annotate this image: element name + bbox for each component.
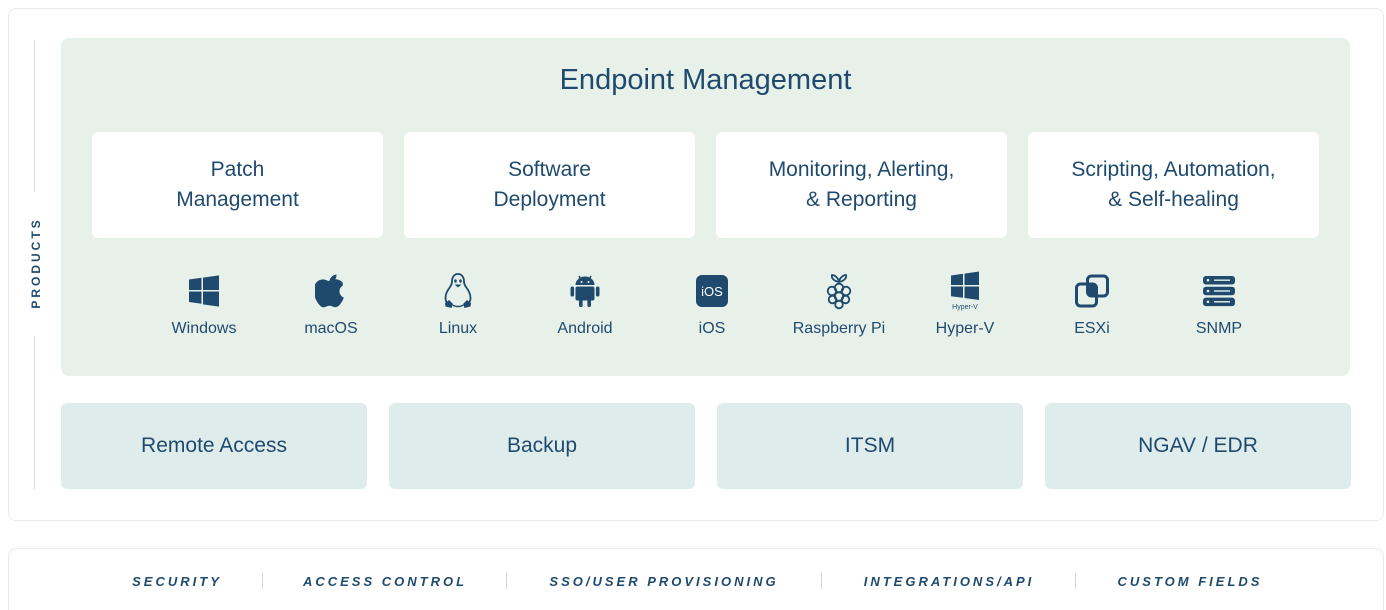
ios-icon: iOS <box>696 275 728 307</box>
addon-label: Backup <box>506 434 578 457</box>
products-side-label: PRODUCTS <box>29 217 43 309</box>
addon-label: Remote Access <box>141 434 287 457</box>
capability-divider <box>262 573 263 589</box>
capability-access-control[interactable]: ACCESS CONTROL <box>302 574 468 589</box>
capabilities-bar <box>8 548 1384 610</box>
platform-label: Hyper-V <box>935 320 995 337</box>
apple-icon <box>315 274 344 308</box>
feature-line: Deployment <box>493 188 606 211</box>
capability-security[interactable]: SECURITY <box>132 574 222 589</box>
platform-snmp[interactable]: SNMP <box>1164 270 1274 342</box>
capability-divider <box>1075 573 1076 589</box>
platform-android[interactable]: Android <box>530 270 640 342</box>
platform-label: SNMP <box>1195 320 1243 337</box>
windows-icon <box>189 275 219 307</box>
platform-label: Linux <box>438 320 478 337</box>
addon-ngav-edr[interactable]: NGAV / EDR <box>1045 403 1351 489</box>
platform-macos[interactable]: macOS <box>276 270 386 342</box>
platform-label: Windows <box>171 320 237 337</box>
server-stack-icon <box>1203 276 1235 307</box>
platform-esxi[interactable]: ESXi <box>1037 270 1147 342</box>
addon-label: NGAV / EDR <box>1138 434 1258 457</box>
addon-itsm[interactable]: ITSM <box>717 403 1023 489</box>
platform-raspberry-pi[interactable]: Raspberry Pi <box>784 270 894 342</box>
linux-tux-icon <box>444 273 472 308</box>
svg-text:Hyper-V: Hyper-V <box>952 304 978 311</box>
platform-label: macOS <box>304 320 358 337</box>
esxi-icon <box>1075 274 1109 308</box>
platform-ios[interactable]: iOS iOS <box>657 270 767 342</box>
capability-divider <box>506 573 507 589</box>
capability-divider <box>821 573 822 589</box>
feature-scripting-automation-self-healing[interactable]: Scripting, Automation, & Self-healing <box>1028 132 1319 238</box>
platform-linux[interactable]: Linux <box>403 270 513 342</box>
addon-label: ITSM <box>844 434 896 457</box>
feature-line: & Reporting <box>806 188 917 211</box>
feature-line: Management <box>176 188 299 211</box>
platform-label: ESXi <box>1074 320 1110 337</box>
capability-integrations-api[interactable]: INTEGRATIONS/API <box>863 574 1035 589</box>
feature-line: & Self-healing <box>1108 188 1239 211</box>
side-divider-bottom <box>34 336 35 489</box>
endpoint-title: Endpoint Management <box>559 64 852 96</box>
addon-remote-access[interactable]: Remote Access <box>61 403 367 489</box>
capability-sso-user-provisioning[interactable]: SSO/USER PROVISIONING <box>549 574 779 589</box>
raspberry-pi-icon <box>826 274 852 310</box>
platform-hyper-v[interactable]: Hyper-V Hyper-V <box>910 270 1020 342</box>
feature-line: Scripting, Automation, <box>1071 158 1276 181</box>
feature-line: Software <box>508 158 591 181</box>
platform-windows[interactable]: Windows <box>149 270 259 342</box>
feature-monitoring-alerting-reporting[interactable]: Monitoring, Alerting, & Reporting <box>716 132 1007 238</box>
feature-line: Patch <box>210 158 265 181</box>
side-divider-top <box>34 40 35 192</box>
android-icon <box>570 275 600 307</box>
platform-label: iOS <box>698 320 726 337</box>
capability-custom-fields[interactable]: CUSTOM FIELDS <box>1117 574 1263 589</box>
platform-label: Android <box>557 320 613 337</box>
feature-line: Monitoring, Alerting, <box>768 158 955 181</box>
hyper-v-icon: Hyper-V <box>951 271 979 311</box>
platform-label: Raspberry Pi <box>792 320 886 337</box>
addon-backup[interactable]: Backup <box>389 403 695 489</box>
svg-text:iOS: iOS <box>701 284 723 299</box>
